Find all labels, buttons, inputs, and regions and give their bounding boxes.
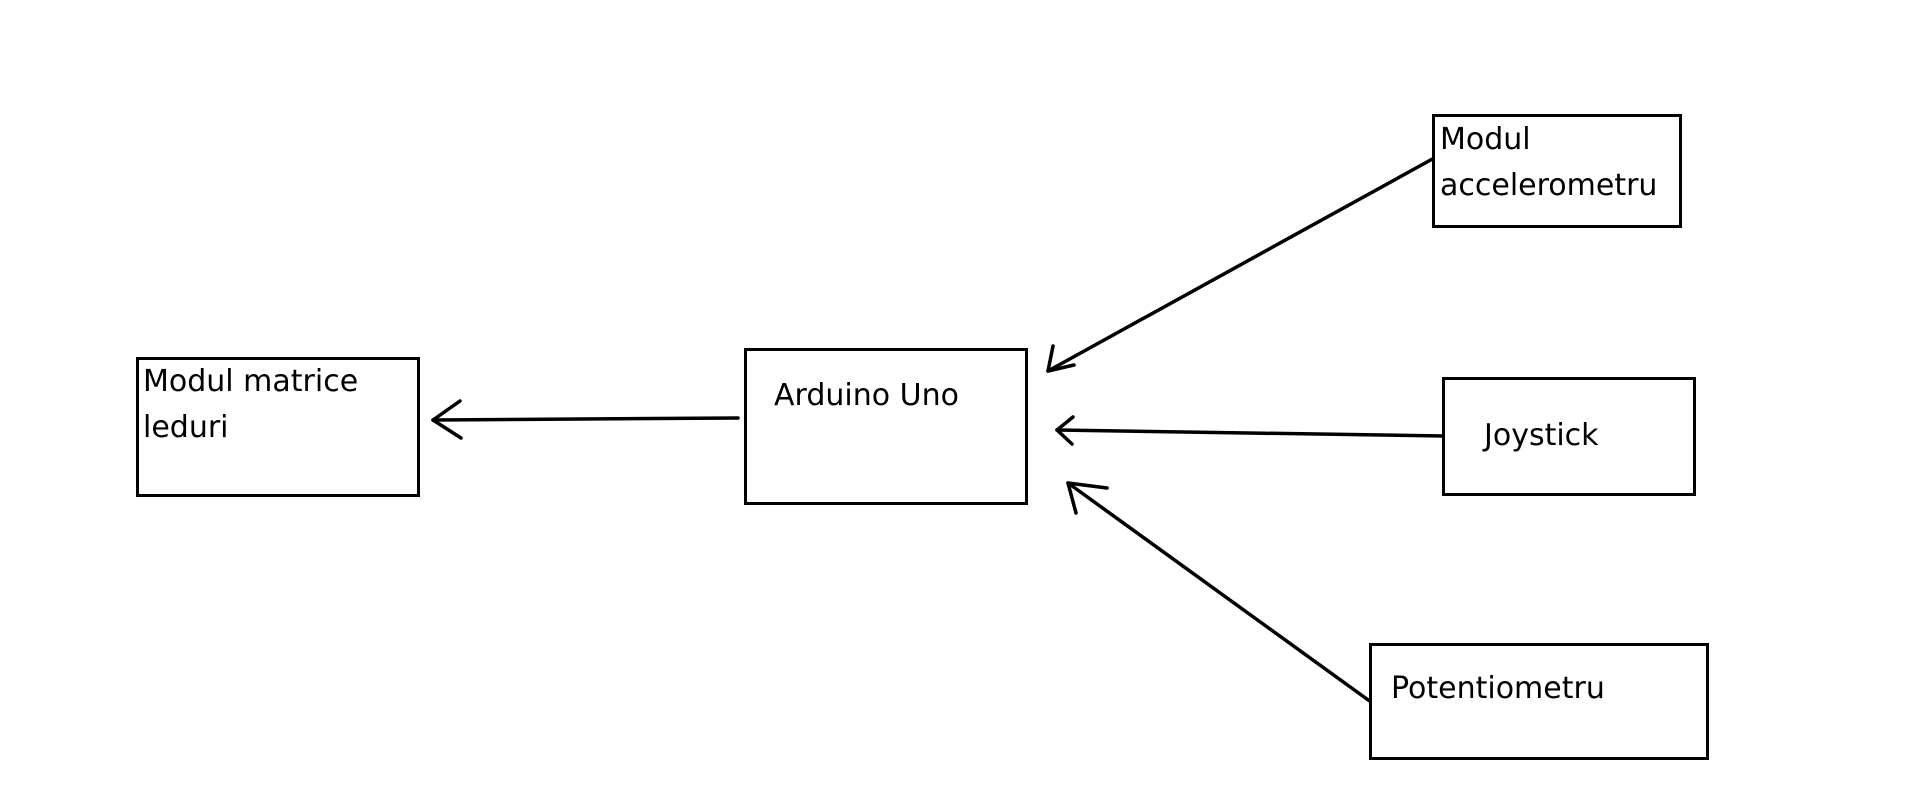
led-matrix-module-label: Modul matrice leduri bbox=[143, 364, 359, 445]
potentiometer-box bbox=[1369, 643, 1709, 760]
joystick-box bbox=[1442, 377, 1696, 496]
arduino-uno-box bbox=[744, 348, 1028, 505]
arrow-arduino-to-led-matrix bbox=[431, 399, 740, 440]
joystick-label: Joystick bbox=[1484, 418, 1599, 453]
arrow-joystick-to-arduino bbox=[1055, 415, 1446, 446]
potentiometer-label: Potentiometru bbox=[1391, 671, 1605, 706]
arrow-potentiometer-to-arduino bbox=[1066, 481, 1373, 704]
arrow-accelerometer-to-arduino bbox=[1046, 155, 1438, 373]
led-matrix-module-box bbox=[136, 357, 420, 497]
accelerometer-module-box bbox=[1432, 114, 1682, 228]
arduino-uno-label: Arduino Uno bbox=[774, 378, 959, 413]
accelerometer-module-label: Modul accelerometru bbox=[1440, 122, 1658, 203]
